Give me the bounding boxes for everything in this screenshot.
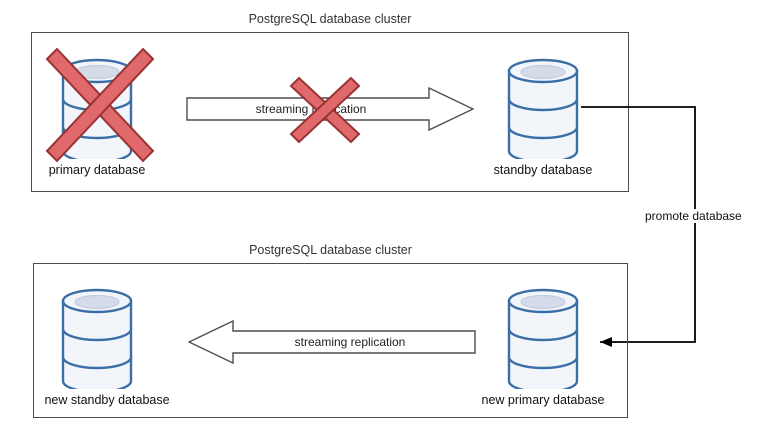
promote-database-label: promote database [644,209,743,223]
streaming-replication-arrow-bottom [188,320,476,364]
streaming-replication-label-bottom: streaming replication [294,335,406,349]
new-primary-database-icon [505,285,581,389]
failed-x-icon-replication [289,76,361,144]
failed-x-icon-primary [44,46,156,164]
top-cluster-box [31,32,629,192]
new-primary-database-label: new primary database [481,393,605,407]
standby-database-icon [505,55,581,159]
standby-database-label: standby database [493,163,593,177]
bottom-cluster-title: PostgreSQL database cluster [249,243,412,257]
new-standby-database-label: new standby database [44,393,170,407]
top-cluster-title: PostgreSQL database cluster [248,12,412,26]
primary-database-label: primary database [48,163,146,177]
new-standby-database-icon [59,285,135,389]
bottom-cluster-box [33,263,628,418]
